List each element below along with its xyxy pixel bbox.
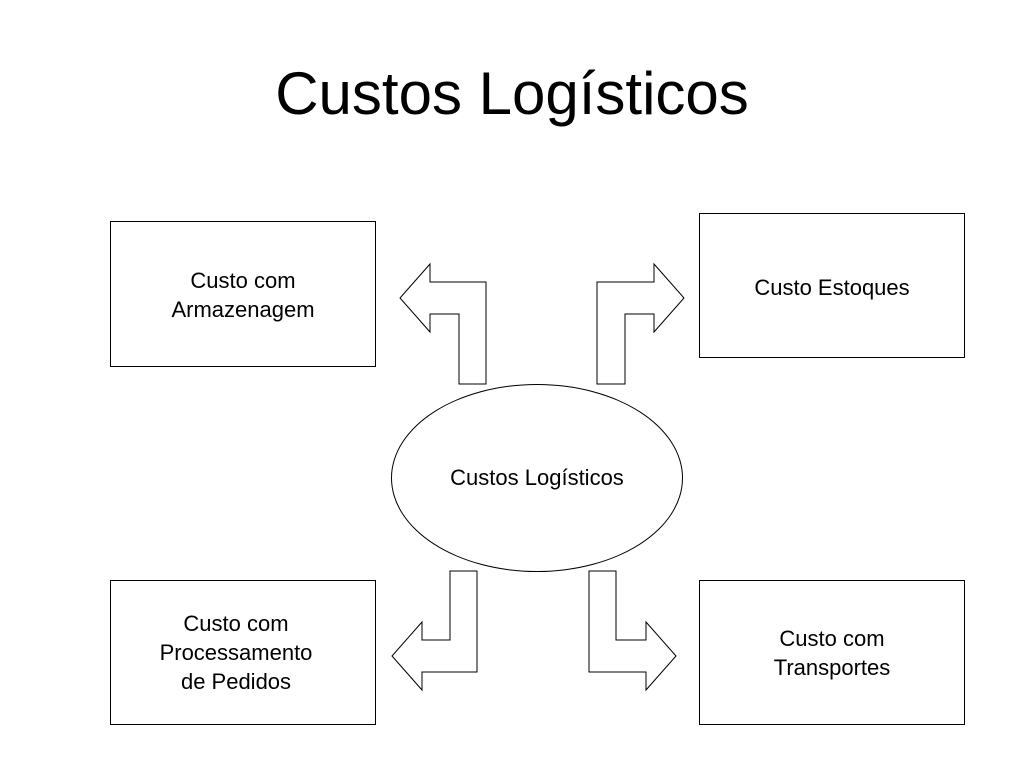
bent-arrow-up-right-icon — [596, 262, 685, 385]
bent-arrow-down-left-icon — [391, 570, 478, 692]
box-label-line: Armazenagem — [171, 297, 315, 322]
box-label-line: Processamento — [159, 640, 313, 665]
page-title: Custos Logísticos — [275, 60, 749, 127]
box-label-line: Custo com — [183, 611, 289, 636]
box-label-line: de Pedidos — [180, 669, 292, 694]
box-label-line: Transportes — [773, 655, 891, 680]
bent-arrow-down-right-icon — [588, 570, 677, 692]
bent-arrow-up-left-icon — [399, 262, 487, 385]
box-custo-estoques: Custo Estoques — [699, 213, 965, 358]
box-custo-pedidos: Custo com Processamento de Pedidos — [110, 580, 376, 725]
box-custo-transportes: Custo com Transportes — [699, 580, 965, 725]
box-label-line: Custo com — [779, 626, 885, 651]
box-label-line: Custo Estoques — [754, 275, 910, 300]
center-label: Custos Logísticos — [450, 465, 624, 490]
box-label-line: Custo com — [190, 268, 296, 293]
center-ellipse: Custos Logísticos — [391, 384, 683, 572]
box-custo-armazenagem: Custo com Armazenagem — [110, 221, 376, 367]
